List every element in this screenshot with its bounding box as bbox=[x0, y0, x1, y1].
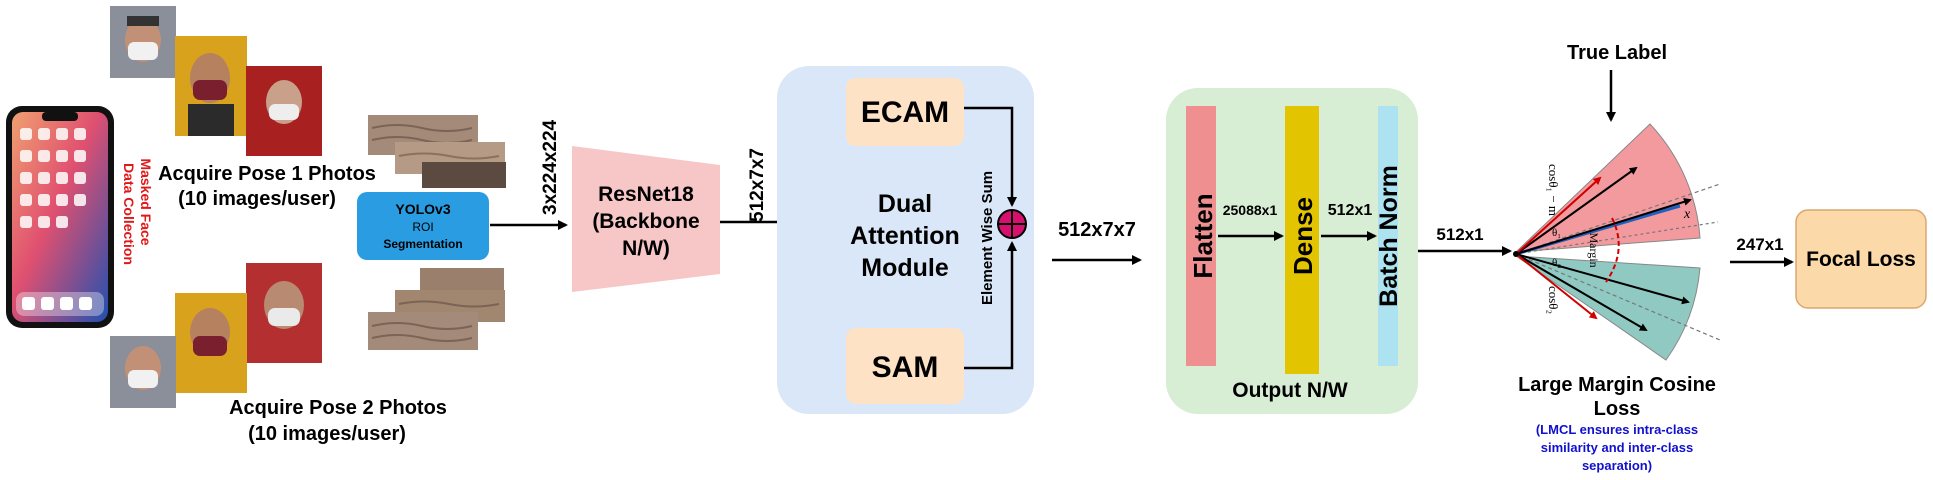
arrow-ecam-to-sum bbox=[964, 106, 1017, 207]
pose1-title: Acquire Pose 1 Photos bbox=[158, 163, 376, 185]
attention-module-bg bbox=[777, 66, 1034, 414]
dim-attention-out: 512x7x7 bbox=[1058, 219, 1136, 241]
element-wise-sum-icon bbox=[997, 209, 1027, 239]
backbone-line3: N/W) bbox=[622, 237, 670, 260]
batchnorm-block bbox=[1378, 106, 1398, 366]
cos2-label: cosθ₂ bbox=[1546, 286, 1561, 314]
batchnorm-label: Batch Norm bbox=[1375, 165, 1403, 307]
lmcl-note-line1: (LMCL ensures intra-class bbox=[1536, 422, 1698, 437]
backbone-block bbox=[572, 146, 720, 292]
dim-input: 3x224x224 bbox=[540, 119, 561, 215]
dim-dense-out: 512x1 bbox=[1328, 202, 1373, 219]
theta2-label: θ₂ bbox=[1552, 257, 1561, 269]
collection-label-line2: Data Collection bbox=[121, 163, 137, 265]
dim-backbone-out: 512x7x7 bbox=[747, 148, 768, 222]
roi-crops-top bbox=[368, 115, 506, 188]
yolo-box bbox=[357, 192, 489, 260]
yolo-line2: ROI bbox=[412, 220, 433, 234]
yolo-line3: Segmentation bbox=[383, 237, 462, 251]
sum-label: Element Wise Sum bbox=[979, 171, 996, 305]
collection-label-line1: Masked Face bbox=[138, 158, 154, 245]
dim-head-out: 512x1 bbox=[1436, 225, 1483, 244]
flatten-block bbox=[1186, 106, 1216, 366]
theta1-label: θ₁ bbox=[1552, 227, 1561, 239]
dense-block bbox=[1285, 106, 1319, 374]
arrow-sam-to-sum bbox=[964, 241, 1017, 370]
dim-flatten-out: 25088x1 bbox=[1223, 202, 1278, 218]
attention-title-line2: Attention bbox=[850, 222, 960, 250]
pose2-photos bbox=[110, 263, 322, 408]
yolo-line1: YOLOv3 bbox=[395, 201, 450, 217]
x-label: x bbox=[1683, 207, 1691, 222]
pose2-subtitle: (10 images/user) bbox=[248, 423, 406, 445]
lmcl-title-line2: Loss bbox=[1594, 398, 1641, 420]
lmcl-title-line1: Large Margin Cosine bbox=[1518, 374, 1716, 396]
pose2-title: Acquire Pose 2 Photos bbox=[229, 397, 447, 419]
lmcl-note-line2: similarity and inter-class bbox=[1541, 440, 1693, 455]
cos1-label: cosθ₁ − m bbox=[1546, 164, 1561, 216]
roi-crops-bottom bbox=[368, 268, 505, 350]
ecam-box bbox=[846, 78, 964, 146]
margin-label: Margin bbox=[1587, 232, 1601, 267]
lmcl-note-line3: separation) bbox=[1582, 458, 1652, 473]
pose1-photos bbox=[110, 6, 322, 156]
ecam-label: ECAM bbox=[861, 96, 949, 129]
dense-label: Dense bbox=[1288, 197, 1318, 275]
pose1-subtitle: (10 images/user) bbox=[178, 188, 336, 210]
attention-title-line1: Dual bbox=[878, 190, 932, 218]
focal-loss-box bbox=[1795, 209, 1927, 309]
dim-loss-out: 247x1 bbox=[1736, 235, 1783, 254]
sam-box bbox=[846, 328, 964, 404]
true-label: True Label bbox=[1567, 42, 1667, 64]
output-net-caption: Output N/W bbox=[1232, 379, 1348, 402]
flatten-label: Flatten bbox=[1188, 193, 1218, 278]
lmcl-geometry bbox=[1513, 123, 1721, 361]
phone-image bbox=[6, 106, 114, 328]
backbone-line2: (Backbone bbox=[592, 210, 699, 233]
focal-loss-label: Focal Loss bbox=[1806, 248, 1916, 271]
sam-label: SAM bbox=[872, 351, 939, 384]
attention-title-line3: Module bbox=[861, 254, 949, 282]
backbone-line1: ResNet18 bbox=[598, 183, 694, 206]
